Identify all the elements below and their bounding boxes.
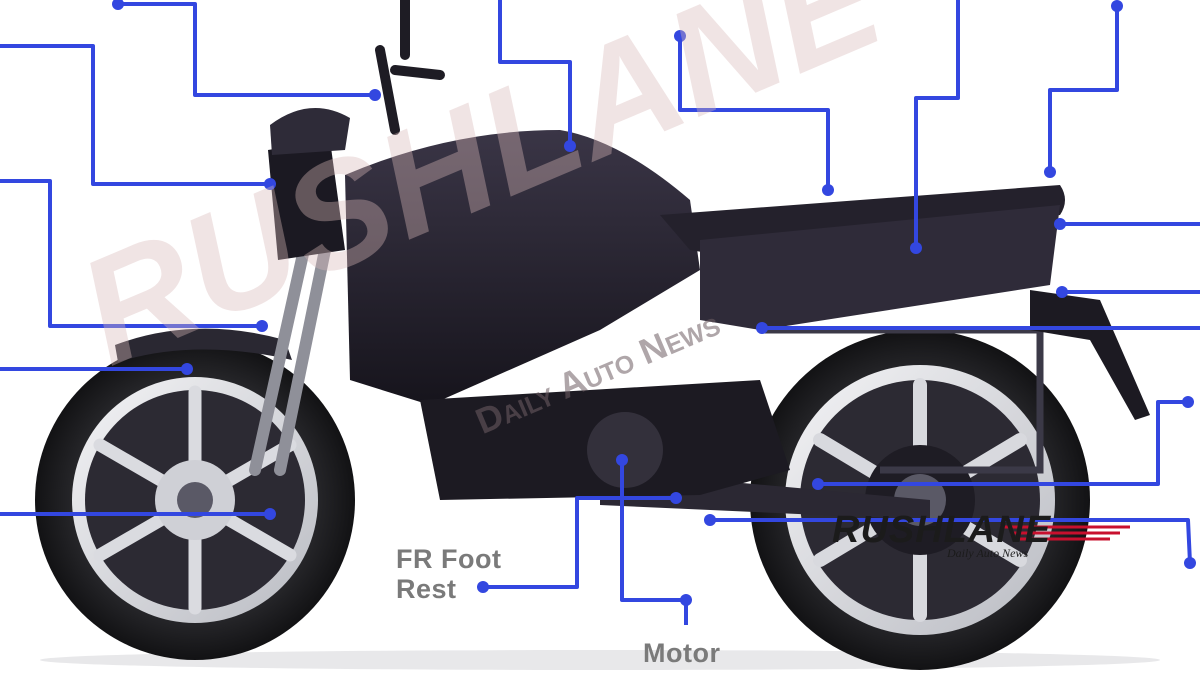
callout-dot — [1182, 396, 1194, 408]
callout-dot — [910, 242, 922, 254]
callout-dot — [1054, 218, 1066, 230]
rushlane-logo: RUSHLANE Daily Auto News — [832, 510, 1132, 570]
callout-dot — [564, 140, 576, 152]
headlamp — [268, 140, 345, 260]
handlebar — [375, 0, 445, 135]
callout-dot — [112, 0, 124, 10]
callout-dots — [112, 0, 1196, 606]
callout-dot — [477, 581, 489, 593]
callout-dot — [756, 322, 768, 334]
callout-dot — [369, 89, 381, 101]
callout-dot — [616, 454, 628, 466]
label-fr-foot-rest-line2: Rest — [396, 574, 457, 604]
fuel-tank-body — [345, 130, 700, 405]
logo-accent-lines — [1000, 525, 1130, 541]
callout-dot — [264, 178, 276, 190]
headlamp-cowl — [270, 108, 350, 155]
rear-fender — [1030, 290, 1150, 420]
callout-dot — [704, 514, 716, 526]
label-motor: Motor — [643, 638, 721, 668]
label-fr-foot-rest-line1: FR Foot — [396, 544, 502, 574]
callout-dot — [264, 508, 276, 520]
callout-dot — [181, 363, 193, 375]
callout-dot — [674, 30, 686, 42]
logo-brand-text: RUSHLANE — [832, 509, 1052, 551]
callout-dot — [822, 184, 834, 196]
callout-dot — [1044, 166, 1056, 178]
front-fork — [249, 239, 331, 476]
logo-tagline-text: Daily Auto News — [947, 546, 1029, 560]
callout-dot — [670, 492, 682, 504]
callout-dot — [812, 478, 824, 490]
callout-dot — [1111, 0, 1123, 12]
callout-dot — [256, 320, 268, 332]
side-panel — [700, 205, 1060, 330]
leader-lines — [0, 0, 1200, 625]
label-fr-foot-rest: FR Foot Rest — [396, 544, 501, 604]
callout-dot — [1056, 286, 1068, 298]
callout-dot — [680, 594, 692, 606]
front-wheel — [35, 340, 355, 660]
front-fender — [115, 328, 292, 362]
callout-dot — [1184, 557, 1196, 569]
motor-housing — [587, 412, 663, 488]
